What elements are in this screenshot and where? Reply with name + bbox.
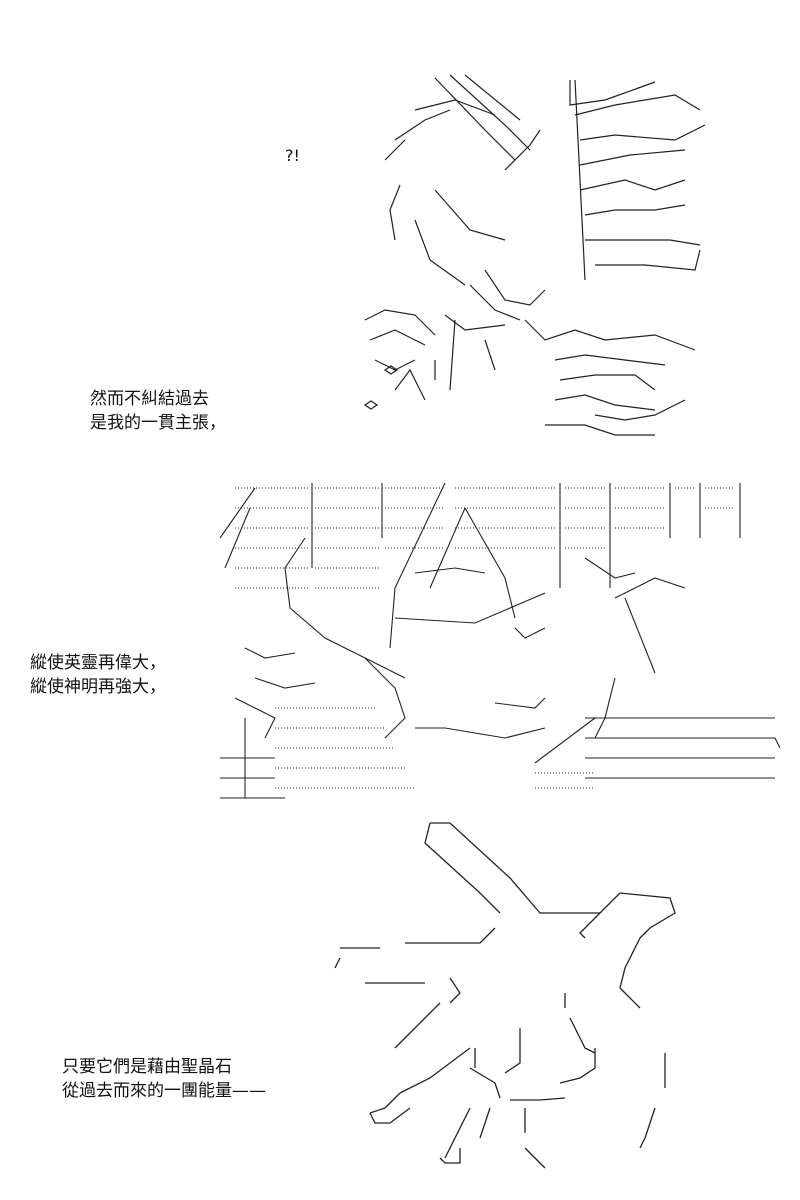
caption-panel-1-line-2: 是我的一貫主張， [90, 413, 226, 433]
ascii-art-closeup-panel-2 [215, 478, 780, 808]
interjection-text: ?! [285, 146, 300, 165]
caption-panel-2-line-2: 縱使神明再強大， [30, 677, 166, 697]
caption-panel-3-line-2: 從過去而來的一團能量—— [62, 1081, 266, 1101]
ascii-art-hand-panel-3 [330, 818, 690, 1178]
caption-panel-3-line-1: 只要它們是藉由聖晶石 [62, 1057, 232, 1077]
ascii-art-character-panel-1 [355, 70, 715, 450]
caption-panel-1-line-1: 然而不糾結過去 [90, 389, 209, 409]
caption-panel-2-line-1: 縱使英靈再偉大， [30, 653, 166, 673]
